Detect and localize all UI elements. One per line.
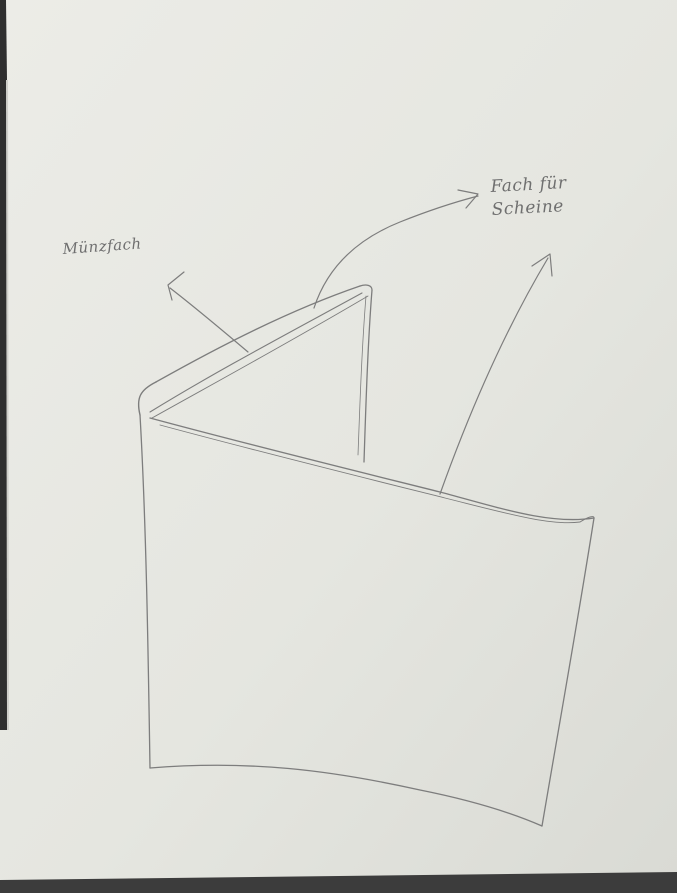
note-compartment-label: Fach für Scheine: [490, 172, 568, 222]
